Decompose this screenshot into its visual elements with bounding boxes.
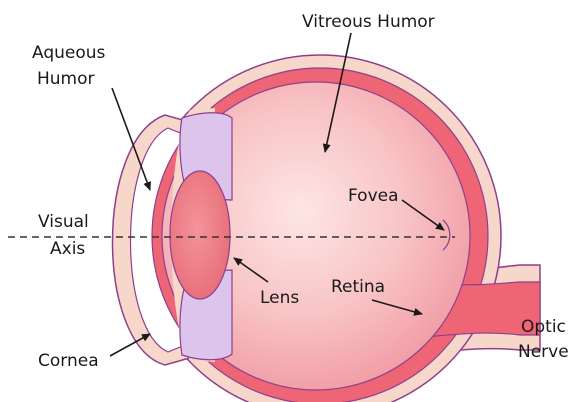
label-visual-axis-line1: Visual bbox=[38, 212, 89, 232]
lens bbox=[170, 171, 230, 299]
label-vitreous-humor: Vitreous Humor bbox=[302, 12, 435, 32]
label-aqueous-humor-line2: Humor bbox=[37, 69, 95, 89]
label-cornea: Cornea bbox=[38, 351, 99, 371]
label-optic-nerve-line2: Nerve bbox=[518, 342, 569, 362]
label-fovea: Fovea bbox=[348, 186, 399, 206]
label-retina: Retina bbox=[331, 277, 385, 297]
label-optic-nerve-line1: Optic bbox=[521, 317, 566, 337]
label-visual-axis-line2: Axis bbox=[50, 239, 85, 259]
label-lens: Lens bbox=[260, 288, 299, 308]
label-aqueous-humor-line1: Aqueous bbox=[32, 43, 106, 63]
